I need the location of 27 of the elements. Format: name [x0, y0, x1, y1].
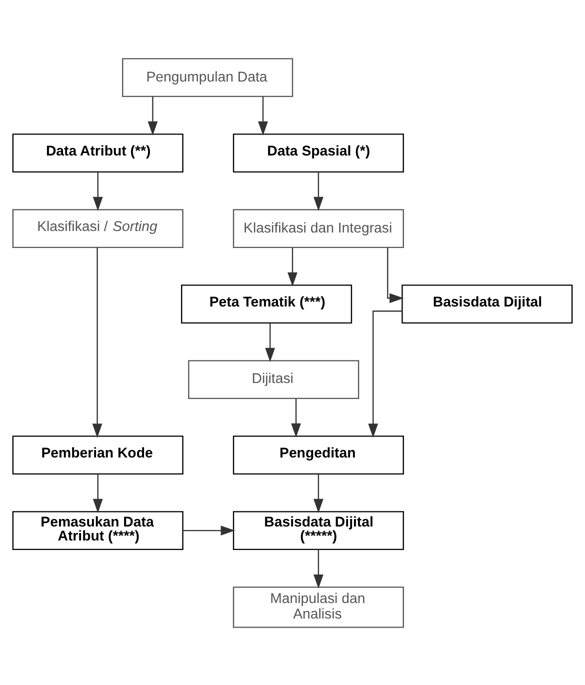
arrow	[291, 398, 301, 438]
arrow	[148, 96, 158, 136]
node-box: Manipulasi dan Analisis	[232, 586, 404, 628]
arrow	[313, 549, 324, 588]
node-box: Pengeditan	[232, 435, 404, 474]
arrow	[368, 310, 402, 438]
node-box: Dijitasi	[188, 360, 360, 399]
node-box: Basisdata Dijital (*****)	[232, 510, 404, 550]
arrow	[92, 474, 103, 513]
node-box: Pengumpulan Data	[122, 58, 294, 97]
arrow	[313, 474, 324, 513]
arrow	[387, 247, 404, 303]
arrow	[258, 96, 268, 136]
arrow	[182, 525, 235, 536]
arrow	[92, 247, 102, 438]
node-box: Peta Tematik (***)	[181, 284, 352, 324]
node-box: Data Spasial (*)	[232, 133, 404, 172]
node-box: Klasifikasi / Sorting	[12, 208, 184, 248]
node-box: Pemberian Kode	[12, 435, 184, 474]
arrow	[313, 172, 324, 211]
node-box: Klasifikasi dan Integrasi	[232, 208, 404, 248]
arrow	[265, 322, 276, 362]
node-box: Data Atribut (**)	[12, 133, 184, 172]
arrow	[92, 172, 103, 211]
node-box: Pemasukan Data Atribut (****)	[12, 510, 184, 550]
arrow	[288, 247, 298, 286]
node-box: Basisdata Dijital	[402, 284, 573, 324]
